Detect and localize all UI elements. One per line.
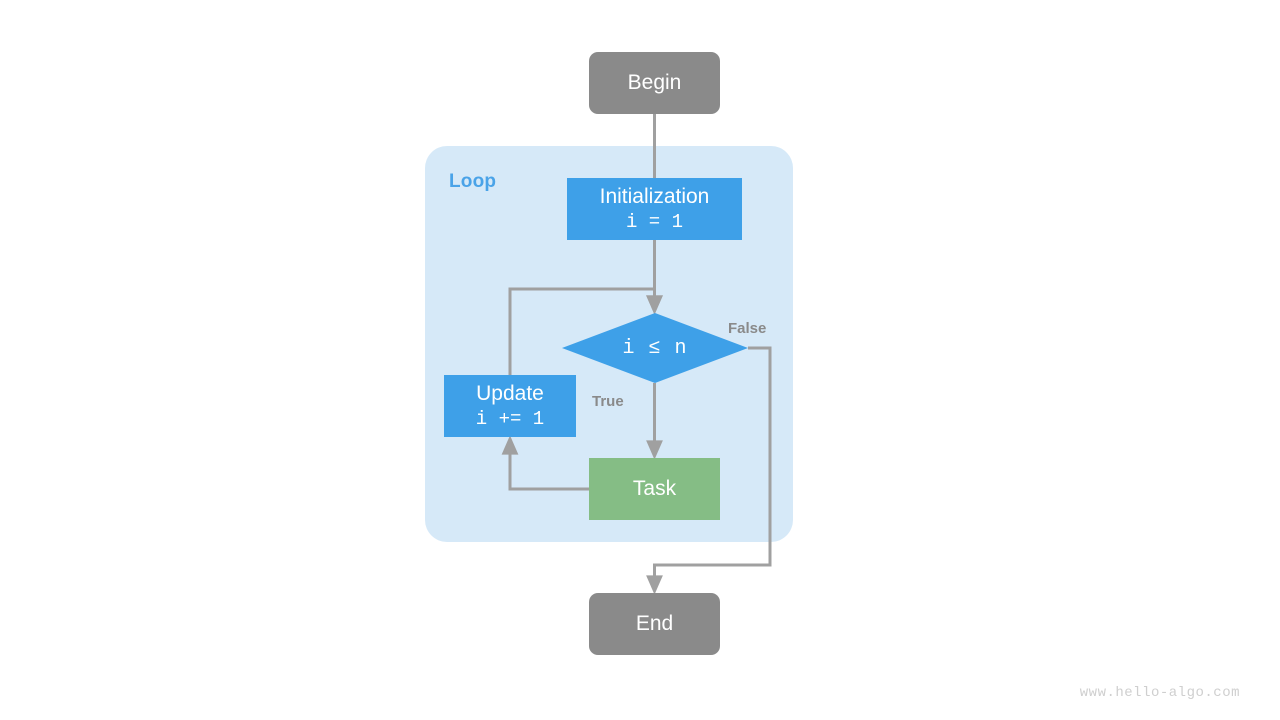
watermark: www.hello-algo.com — [1079, 685, 1240, 701]
node-condition-label: i ≤ n — [622, 336, 688, 360]
node-initialization-code: i = 1 — [625, 210, 683, 233]
node-task-label: Task — [632, 477, 677, 501]
node-condition[interactable]: i ≤ n — [562, 313, 748, 383]
node-begin[interactable]: Begin — [589, 52, 720, 114]
loop-group-label: Loop — [449, 171, 497, 192]
edge-label-true: True — [592, 393, 624, 410]
node-initialization[interactable]: Initialization i = 1 — [567, 178, 742, 240]
node-update-label: Update — [476, 382, 544, 406]
edge-label-false: False — [728, 320, 767, 337]
node-update-code: i += 1 — [475, 407, 545, 430]
node-task[interactable]: Task — [589, 458, 720, 520]
node-initialization-label: Initialization — [599, 185, 710, 209]
node-update[interactable]: Update i += 1 — [444, 375, 576, 437]
node-end[interactable]: End — [589, 593, 720, 655]
node-end-label: End — [635, 612, 674, 636]
node-begin-label: Begin — [627, 71, 682, 95]
